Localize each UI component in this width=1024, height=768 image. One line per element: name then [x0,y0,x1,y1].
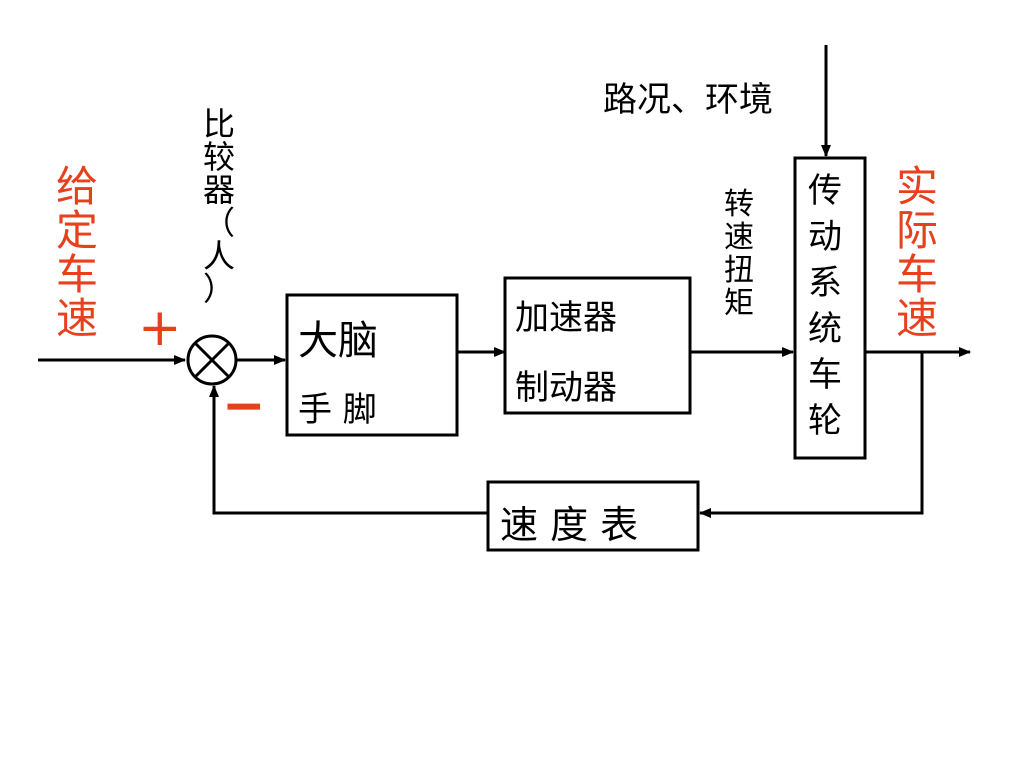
comparator-label: 比较器（人） [203,108,235,306]
torque-label-char: 扭 [724,253,754,288]
comparator-label-char: 比 [203,105,236,143]
brain-block-line1: 大脑 [298,318,378,364]
actual-speed-label-char: 实 [896,162,939,211]
drivetrain-block-label: 传动系统车轮 [808,168,842,444]
setpoint-speed-label: 给定车速 [56,165,98,341]
feedback-path-left [209,385,488,515]
actual-speed-label-char: 车 [896,250,939,299]
speedometer-block [486,480,700,552]
comparator-label-char: ） [203,270,236,308]
actual-speed-label-char: 际 [896,206,939,255]
minus-sign: − [222,376,266,436]
drivetrain-block-label-char: 车 [808,355,842,395]
torque-label-char: 矩 [724,286,754,321]
comparator-label-char: （ [203,204,236,242]
feedback-path-right [699,352,924,518]
brain-block [285,293,459,437]
drivetrain-block [793,156,867,460]
setpoint-speed-label-char: 给 [56,162,99,211]
torque-label: 转速扭矩 [724,188,754,320]
comparator-label-char: 人 [203,237,236,275]
speedometer-block-label: 速 度 表 [500,503,639,547]
setpoint-speed-label-char: 速 [56,294,99,343]
actual-speed-label-char: 速 [896,294,939,343]
torque-label-char: 转 [724,187,754,222]
plus-sign: + [138,298,182,358]
drivetrain-block-label-char: 动 [808,217,842,257]
actuator-block-line2: 制动器 [515,368,617,408]
drivetrain-block-label-char: 系 [808,263,842,303]
actuator-block [503,276,692,415]
setpoint-speed-label-char: 车 [56,250,99,299]
comparator-label-char: 器 [203,171,236,209]
brain-block-line2: 手 脚 [298,390,377,430]
disturbance-label: 路况、环境 [603,80,773,120]
actuator-block-line1: 加速器 [515,298,617,338]
comparator-label-char: 较 [203,138,236,176]
drivetrain-block-label-char: 轮 [808,401,842,441]
actual-speed-label: 实际车速 [896,165,938,341]
drivetrain-block-label-char: 传 [808,171,842,211]
torque-label-char: 速 [724,220,754,255]
setpoint-speed-label-char: 定 [56,206,99,255]
drivetrain-block-label-char: 统 [808,309,842,349]
